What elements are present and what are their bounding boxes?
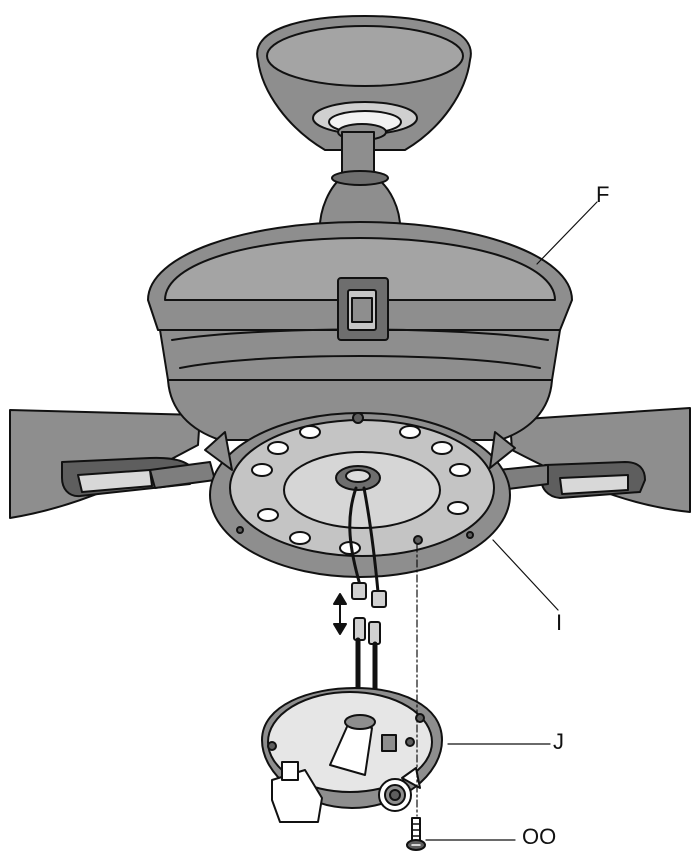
fan-blade-left	[9, 409, 216, 519]
fan-wires	[348, 486, 387, 608]
leader-line-F	[536, 201, 598, 265]
callout-label-OO: OO	[522, 824, 557, 849]
downrod	[318, 131, 402, 236]
callout-label-J: J	[553, 729, 564, 754]
light-kit-wires	[353, 617, 381, 695]
fan-blade-right	[497, 407, 691, 513]
screw-icon	[406, 817, 426, 851]
leader-line-I	[492, 539, 559, 611]
callout-label-I: I	[556, 610, 563, 635]
callout-label-F: F	[596, 182, 610, 207]
connect-arrow-icon	[333, 593, 347, 635]
mounting-plate	[204, 412, 516, 578]
motor-housing	[147, 221, 573, 441]
ceiling-canopy	[256, 15, 472, 151]
light-kit-housing	[261, 687, 443, 823]
